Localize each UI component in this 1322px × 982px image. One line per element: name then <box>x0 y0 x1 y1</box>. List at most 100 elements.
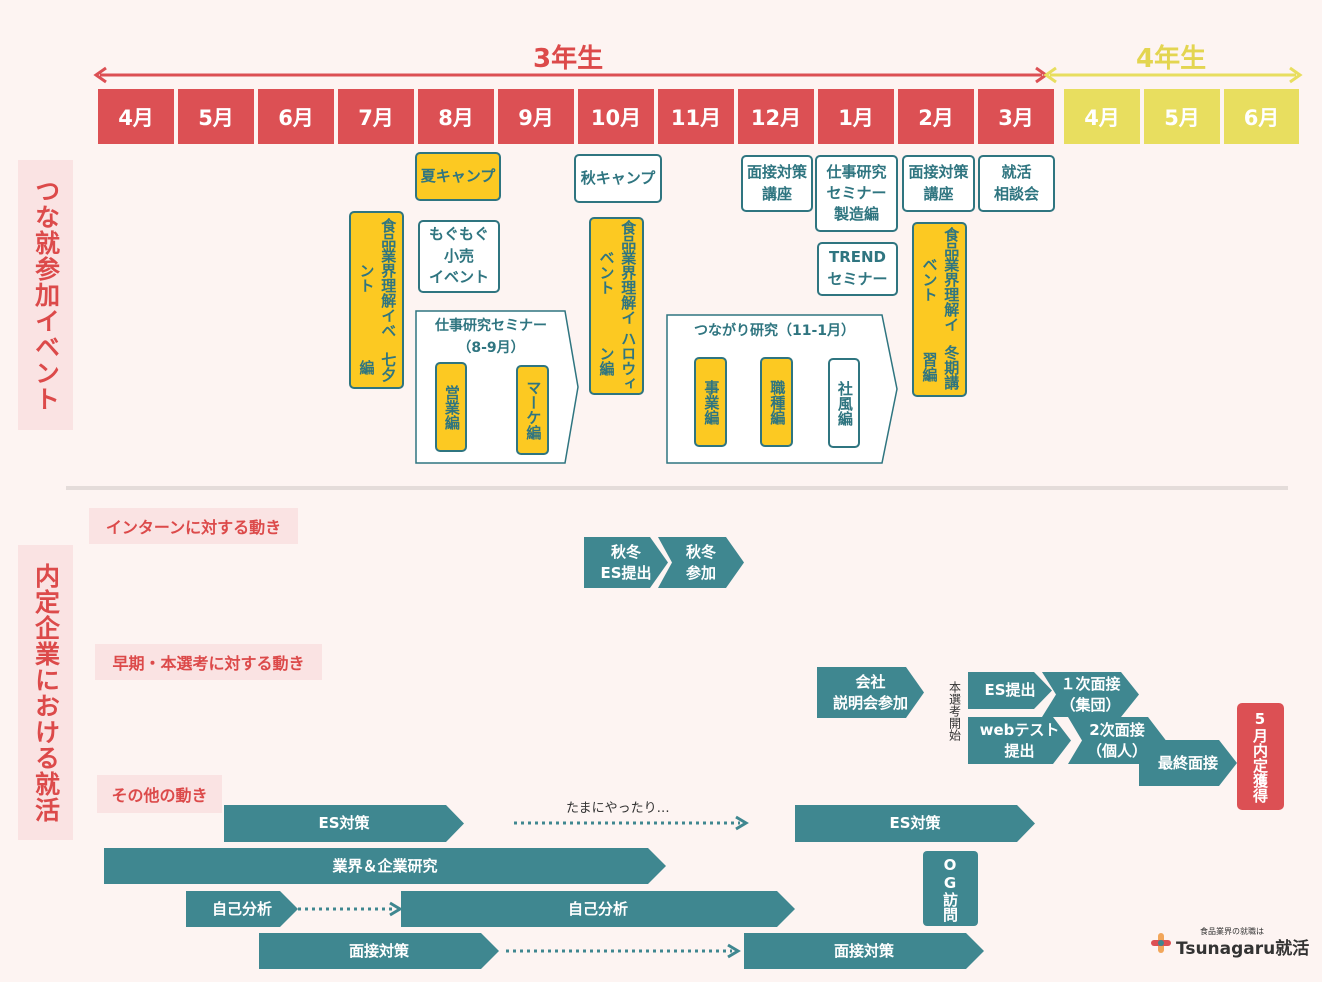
marke-box: マーケ編 <box>516 365 549 455</box>
month-cell: 6月 <box>258 89 334 144</box>
job-seminar-mfg-box: 仕事研究 セミナー 製造編 <box>815 155 898 232</box>
month-cell: 4月 <box>1064 89 1140 144</box>
year3-label: 3年生 <box>533 44 604 74</box>
job-consult-line: 就活 <box>1001 162 1032 181</box>
month-cell: 12月 <box>738 89 814 144</box>
early-label: 早期・本選考に対する動き <box>95 644 322 680</box>
job-seminar-title-line: 仕事研究セミナー <box>435 318 547 334</box>
month-cell: 9月 <box>498 89 574 144</box>
og-visit-box: OG訪問 <box>923 851 978 926</box>
seminar-containers <box>415 310 898 464</box>
first-interview-line: （集団） <box>1060 695 1121 714</box>
food-tanabata-line: 七夕編 <box>357 352 398 383</box>
year-arrows <box>93 66 1303 84</box>
job-seminar-mfg-line: 製造編 <box>833 205 879 223</box>
shafu-box: 社風編 <box>828 358 860 448</box>
section-divider <box>66 486 1288 490</box>
other-label: その他の動き <box>97 775 222 813</box>
intern-join-line: 参加 <box>685 563 716 582</box>
trend-line: TREND <box>828 248 887 267</box>
events-section-title: つな就参加イベント <box>18 160 73 430</box>
month-cell: 10月 <box>578 89 654 144</box>
job-seminar-mfg-line: 仕事研究 <box>826 163 887 181</box>
offer-section-title: 内定企業における就活 <box>18 545 73 840</box>
food-tanabata-box: 食品業界理解イベント 七夕編 <box>349 211 404 389</box>
intern-es-line: 秋冬 <box>610 542 641 561</box>
interview-course-box: 面接対策 講座 <box>902 155 975 212</box>
es-submit-arrow: ES提出 <box>968 672 1052 709</box>
interview-course-line: 面接対策 <box>746 162 807 181</box>
dotted-arrow <box>514 815 749 831</box>
month-cell: 11月 <box>658 89 734 144</box>
logo-tagline: 食品業界の就職は <box>1200 927 1264 936</box>
es-prep-arrow: ES対策 <box>224 805 464 842</box>
eigyo-box: 営業編 <box>435 362 467 452</box>
es-prep-arrow: ES対策 <box>795 805 1035 842</box>
job-seminar-title: 仕事研究セミナー （8-9月） <box>416 316 566 359</box>
interview-course-line: 講座 <box>923 184 954 203</box>
month-cell: 3月 <box>978 89 1054 144</box>
month-cell: 6月 <box>1224 89 1299 144</box>
job-seminar-mfg-line: セミナー <box>826 184 887 202</box>
month-cell: 8月 <box>418 89 494 144</box>
intern-label: インターンに対する動き <box>89 508 298 544</box>
webtest-line: webテスト <box>979 720 1060 739</box>
first-interview-line: １次面接 <box>1060 674 1121 693</box>
second-interview-line: 2次面接 <box>1089 720 1145 739</box>
intern-es-line: ES提出 <box>600 563 652 582</box>
second-interview-line: （個人） <box>1086 741 1147 760</box>
year4-label: 4年生 <box>1136 44 1207 74</box>
intern-join-arrow: 秋冬 参加 <box>658 537 744 588</box>
trend-line: セミナー <box>827 270 888 288</box>
interview-course-line: 面接対策 <box>908 162 969 181</box>
food-halloween-line: ハロウィン編 <box>597 331 638 392</box>
month-cell: 5月 <box>1144 89 1220 144</box>
logo-name: Tsunagaru就活 <box>1176 939 1310 959</box>
dotted-arrow <box>506 943 741 959</box>
briefing-line: 説明会参加 <box>832 693 908 712</box>
interview-prep-arrow: 面接対策 <box>259 933 499 969</box>
summer-camp-box: 夏キャンプ <box>415 152 501 201</box>
month-cell: 2月 <box>898 89 974 144</box>
self-analysis-arrow: 自己分析 <box>401 891 795 927</box>
month-cell: 7月 <box>338 89 414 144</box>
shokushu-box: 職種編 <box>760 357 793 447</box>
final-interview-arrow: 最終面接 <box>1139 740 1237 786</box>
month-cell: 1月 <box>818 89 894 144</box>
tsunagari-title: つながり研究（11-1月） <box>693 323 856 339</box>
food-halloween-line: 食品業界理解イベント <box>597 219 638 325</box>
self-analysis-arrow: 自己分析 <box>186 891 298 927</box>
webtest-line: 提出 <box>1004 741 1035 760</box>
food-winter-box: 食品業界理解イベント 冬期講習編 <box>912 222 967 397</box>
webtest-arrow: webテスト 提出 <box>968 717 1071 764</box>
mogumogu-event-box: もぐもぐ 小売 イベント <box>418 220 500 293</box>
interview-course-line: 講座 <box>761 184 792 203</box>
offer-badge: 5月内定獲得 <box>1237 703 1284 810</box>
intern-es-arrow: 秋冬 ES提出 <box>584 537 668 588</box>
mogumogu-line: 小売 <box>443 246 474 265</box>
food-winter-line: 食品業界理解イベント <box>920 227 961 333</box>
plus-logo-icon <box>1151 933 1171 953</box>
month-cell: 4月 <box>98 89 174 144</box>
interview-prep-arrow: 面接対策 <box>744 933 984 969</box>
mogumogu-line: もぐもぐ <box>428 224 489 243</box>
industry-research-arrow: 業界＆企業研究 <box>104 848 666 884</box>
month-cell: 5月 <box>178 89 254 144</box>
job-consult-box: 就活 相談会 <box>978 155 1055 212</box>
job-consult-line: 相談会 <box>993 184 1039 203</box>
autumn-camp-box: 秋キャンプ <box>574 154 662 203</box>
logo: 食品業界の就職は Tsunagaru就活 <box>1150 926 1310 959</box>
trend-seminar-box: TREND セミナー <box>817 242 898 296</box>
intern-join-line: 秋冬 <box>685 542 716 561</box>
selection-start-label: 本選考開始 <box>947 681 962 741</box>
food-winter-line: 冬期講習編 <box>920 344 961 390</box>
occasional-note: たまにやったり… <box>566 801 670 816</box>
mogumogu-line: イベント <box>428 268 489 287</box>
briefing-arrow: 会社 説明会参加 <box>817 667 924 718</box>
dotted-arrow <box>298 901 403 917</box>
first-interview-arrow: １次面接 （集団） <box>1042 672 1139 717</box>
food-tanabata-line: 食品業界理解イベント <box>357 218 398 339</box>
food-halloween-box: 食品業界理解イベント ハロウィン編 <box>589 217 644 395</box>
interview-course-box: 面接対策 講座 <box>741 155 813 212</box>
job-seminar-title-line: （8-9月） <box>457 339 525 356</box>
